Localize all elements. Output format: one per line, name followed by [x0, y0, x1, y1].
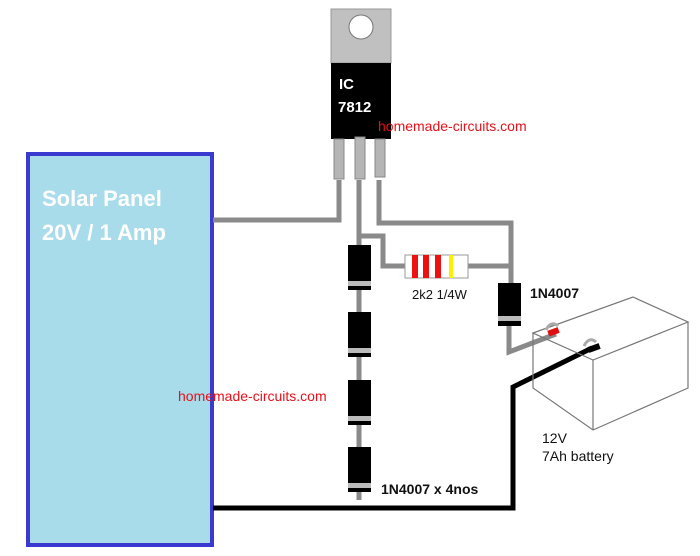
- diode-string: [348, 245, 371, 492]
- diode: [348, 447, 371, 492]
- voltage-regulator-ic: IC 7812: [330, 8, 392, 180]
- battery-voltage: 12V: [542, 430, 568, 446]
- diode: [348, 312, 371, 357]
- watermark: homemade-circuits.com: [178, 388, 327, 404]
- mounting-hole-icon: [348, 14, 374, 40]
- watermark: homemade-circuits.com: [378, 118, 527, 134]
- diode: [348, 245, 371, 290]
- solar-panel: [26, 152, 214, 547]
- solar-panel-title: Solar Panel: [42, 186, 162, 211]
- negative-terminal: [587, 343, 601, 353]
- output-diode: [498, 283, 521, 326]
- battery: [531, 296, 690, 431]
- positive-terminal: [547, 327, 560, 337]
- diode-string-label: 1N4007 x 4nos: [381, 481, 478, 497]
- solar-panel-rating: 20V / 1 Amp: [42, 220, 166, 245]
- ic-label: IC: [339, 76, 354, 93]
- resistor-label: 2k2 1/4W: [412, 287, 468, 302]
- positive-wires: [213, 180, 557, 500]
- resistor: [404, 254, 469, 279]
- battery-terminals: [544, 322, 601, 353]
- diode: [348, 380, 371, 425]
- ground-wire: [213, 345, 594, 511]
- ic-part-number: 7812: [338, 99, 371, 116]
- output-diode-label: 1N4007: [530, 285, 579, 301]
- battery-capacity: 7Ah battery: [542, 448, 614, 464]
